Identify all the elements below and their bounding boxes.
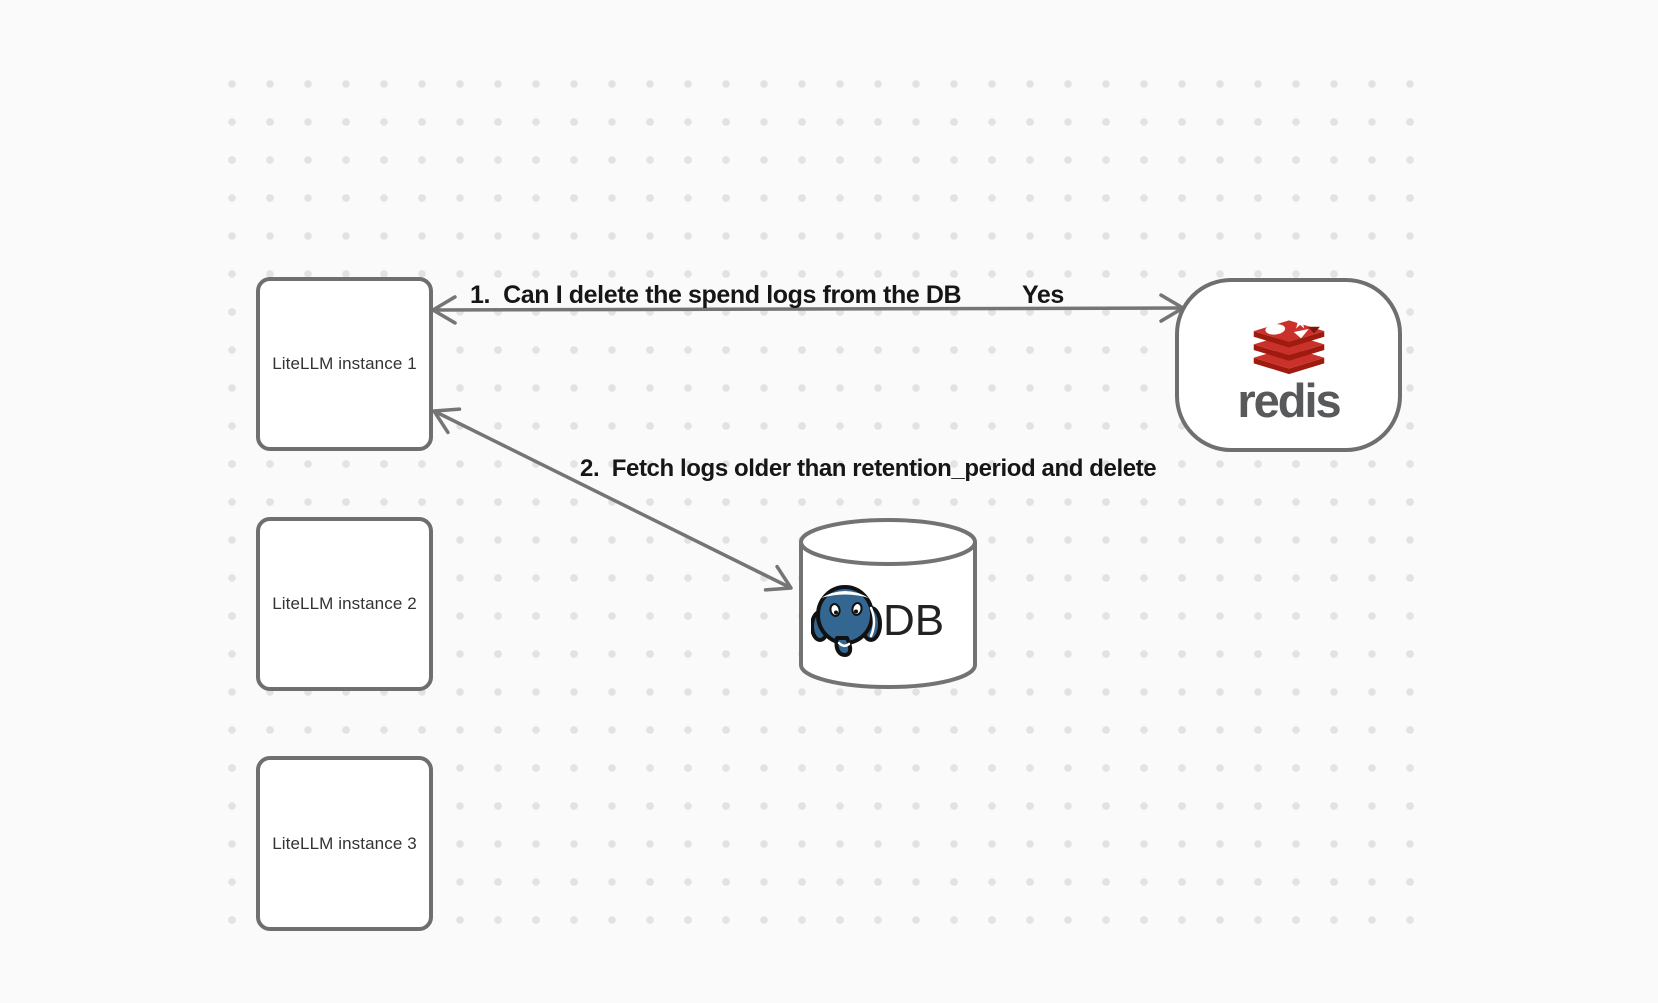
litellm-instance-2-node: LiteLLM instance 2 bbox=[256, 517, 433, 691]
arrow-1-label: 1. Can I delete the spend logs from the … bbox=[470, 281, 962, 309]
litellm-instance-2-label: LiteLLM instance 2 bbox=[272, 594, 417, 613]
litellm-instance-3-label: LiteLLM instance 3 bbox=[272, 833, 417, 853]
postgresql-logo-icon bbox=[811, 585, 882, 657]
litellm-instance-1-label: LiteLLM instance 1 bbox=[272, 354, 417, 373]
redis-wordmark: redis bbox=[1237, 374, 1341, 427]
arrow-1-response-label: Yes bbox=[1022, 281, 1064, 309]
arrow-2-label: 2. Fetch logs older than retention_perio… bbox=[580, 455, 1157, 482]
litellm-instance-3-node: LiteLLM instance 3 bbox=[256, 756, 433, 931]
arrow-1 bbox=[431, 293, 1185, 325]
litellm-instance-1-node: LiteLLM instance 1 bbox=[256, 277, 433, 451]
database-label: DB bbox=[883, 596, 945, 645]
redis-logo-icon bbox=[1253, 315, 1324, 375]
arrow-2 bbox=[432, 407, 793, 592]
redis-node: redis bbox=[1175, 278, 1402, 452]
